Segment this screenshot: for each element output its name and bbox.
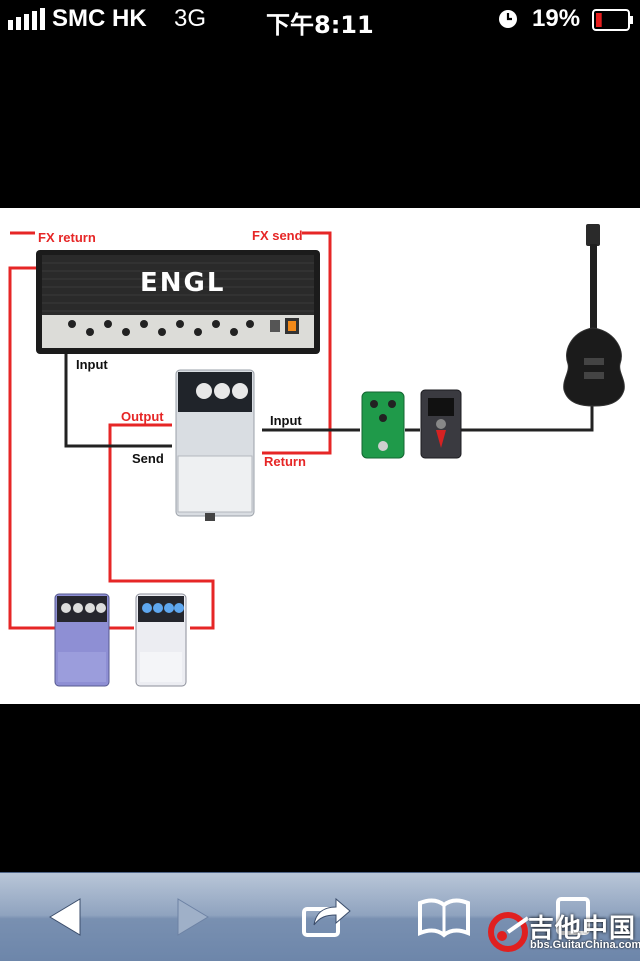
status-bar: SMC HK 3G 下午8:11 19%	[0, 0, 640, 40]
noise-suppressor-pedal	[175, 369, 255, 521]
amplifier-head	[36, 250, 320, 354]
label-fx-return: FX return	[38, 230, 96, 245]
site-watermark: 吉他中国 bbs.GuitarChina.com	[484, 906, 640, 960]
carrier-name: SMC HK	[52, 5, 147, 32]
electric-guitar	[563, 224, 625, 407]
tuner-pedal	[420, 389, 462, 459]
tabs-icon[interactable]	[544, 887, 604, 947]
label-fx-send: FX send	[252, 228, 303, 243]
share-icon[interactable]	[296, 887, 356, 947]
delay-pedal	[135, 593, 187, 687]
watermark-title: 吉他中国	[528, 914, 637, 944]
network-type: 3G	[174, 5, 207, 32]
label-input: Input	[270, 413, 302, 428]
fx-send-cable	[262, 231, 332, 455]
battery-percent: 19%	[532, 5, 581, 32]
alarm-clock-icon	[499, 10, 517, 28]
browser-toolbar	[0, 872, 640, 961]
label-output: Output	[121, 409, 164, 424]
label-amp-input: Input	[76, 357, 108, 372]
fx-return-cable	[8, 266, 55, 630]
routing-diagram	[8, 224, 625, 687]
pedal-routing-photo[interactable]: ENGL FX return FX send Input Output Send…	[0, 208, 640, 704]
back-arrow-icon[interactable]	[36, 887, 96, 947]
battery-icon	[592, 9, 633, 31]
label-return: Return	[264, 454, 306, 469]
output-cable	[108, 423, 215, 630]
clock-time: 下午8:11	[266, 11, 374, 39]
guitarchina-logo-icon	[488, 912, 530, 952]
chorus-pedal	[54, 593, 110, 687]
amp-input-cable	[64, 348, 172, 448]
overdrive-pedal	[361, 391, 405, 459]
label-send: Send	[132, 451, 164, 466]
signal-strength-icon	[8, 8, 45, 30]
watermark-url: bbs.GuitarChina.com	[530, 939, 640, 951]
tuner-to-guitar-cable	[460, 404, 594, 432]
forward-arrow-icon[interactable]	[162, 887, 222, 947]
amp-logo: ENGL	[140, 268, 226, 298]
bookmarks-icon[interactable]	[414, 887, 474, 947]
